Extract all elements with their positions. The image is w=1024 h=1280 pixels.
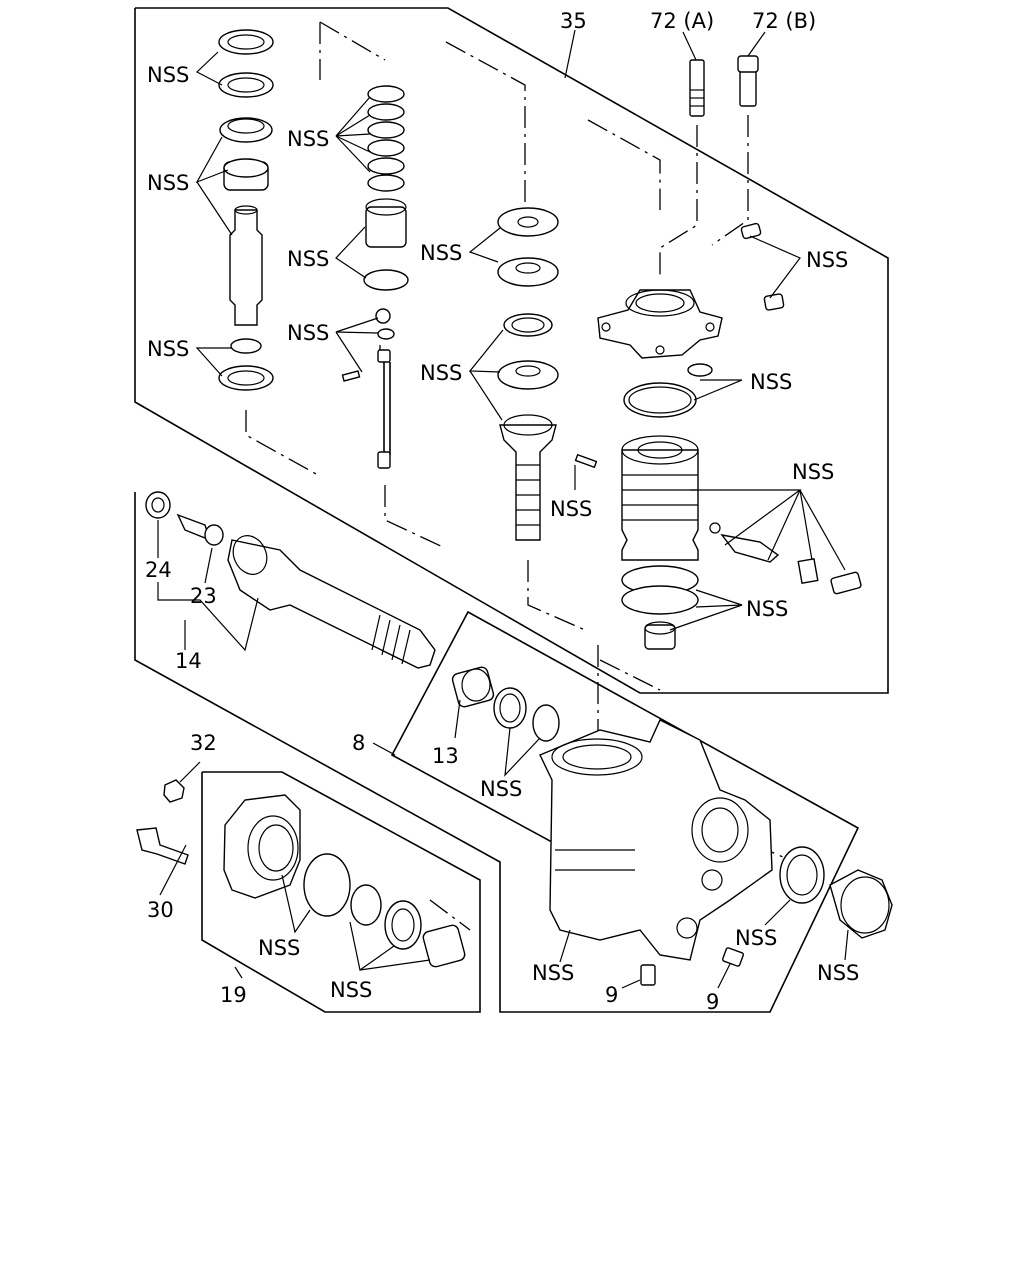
outline-upper-kit [134, 7, 889, 694]
plug-9a [640, 964, 656, 986]
plug-bottom [644, 624, 676, 650]
label-32: 32 [190, 731, 217, 755]
oil-seal [219, 117, 273, 143]
nut-24 [145, 491, 171, 519]
label-9b: 9 [706, 990, 719, 1014]
label-35: 35 [560, 9, 587, 33]
valve-sleeve [365, 206, 407, 248]
label-nss-6: NSS [287, 321, 329, 345]
needle-bearing-13 [451, 666, 495, 708]
nut-32 [163, 779, 185, 803]
valve-housing-flange [597, 289, 723, 359]
label-30: 30 [147, 898, 174, 922]
input-shaft [229, 209, 263, 326]
label-9a: 9 [605, 983, 618, 1007]
label-nss-16: NSS [330, 978, 372, 1002]
cover-ring-small [350, 884, 382, 926]
label-nss-17: NSS [532, 961, 574, 985]
ball-bearing [503, 313, 553, 337]
o-ring [363, 269, 409, 291]
valve-rings-stack [341, 85, 409, 469]
cover-bearing [422, 924, 466, 968]
cover-seal [384, 900, 422, 950]
label-nss-14: NSS [480, 777, 522, 801]
gear-housing [539, 719, 773, 961]
thrust-bearing-stack [497, 207, 598, 541]
outline-cover-group [201, 771, 481, 1013]
hose-bolts [689, 55, 759, 117]
adjuster-screw [499, 424, 557, 541]
rack-guide [720, 533, 780, 563]
label-nss-11: NSS [750, 370, 792, 394]
label-nss-1: NSS [147, 63, 189, 87]
group-outlines [134, 7, 889, 1013]
valve-housing-parts [597, 222, 862, 650]
label-nss-13: NSS [746, 597, 788, 621]
cover-o-ring [303, 853, 351, 917]
label-nss-2: NSS [147, 171, 189, 195]
housing-o-ring [623, 382, 697, 418]
label-8: 8 [352, 731, 365, 755]
label-24: 24 [145, 558, 172, 582]
label-nss-15: NSS [258, 936, 300, 960]
label-72a: 72 (A) [650, 9, 714, 33]
dust-boot [829, 869, 893, 939]
valve-small-ring [687, 363, 713, 377]
label-13: 13 [432, 744, 459, 768]
label-14: 14 [175, 649, 202, 673]
label-nss-4: NSS [287, 127, 329, 151]
label-23: 23 [190, 584, 217, 608]
callout-labels: 35 72 (A) 72 (B) NSS NSS NSS NSS NSS NSS… [145, 9, 859, 1014]
label-nss-7: NSS [420, 241, 462, 265]
input-shaft-stack [218, 29, 274, 391]
label-nss-10: NSS [806, 248, 848, 272]
washer-top [218, 29, 274, 55]
piston-ring-2 [621, 585, 699, 615]
thrust-plate [497, 207, 559, 237]
side-cover-group [136, 779, 466, 968]
label-72b: 72 (B) [752, 9, 816, 33]
label-19: 19 [220, 983, 247, 1007]
label-nss-9: NSS [550, 497, 592, 521]
bolt-30 [136, 827, 189, 865]
sector-shaft [227, 539, 436, 669]
sector-shaft-group [145, 491, 893, 986]
washer-second [218, 72, 274, 98]
bottom-washer [218, 365, 274, 391]
label-nss-8: NSS [420, 361, 462, 385]
bolt-72a [689, 59, 705, 117]
outline-housing-group [134, 492, 860, 1013]
label-nss-18: NSS [735, 926, 777, 950]
needle-bearing [223, 158, 269, 178]
plug-9b [722, 947, 744, 967]
leader-lines [157, 29, 849, 989]
label-nss-5: NSS [287, 247, 329, 271]
label-nss-12: NSS [792, 460, 834, 484]
seal-ring-b [532, 704, 560, 742]
label-nss-19: NSS [817, 961, 859, 985]
side-cover [223, 794, 301, 899]
label-nss-3: NSS [147, 337, 189, 361]
small-washer [230, 338, 262, 354]
